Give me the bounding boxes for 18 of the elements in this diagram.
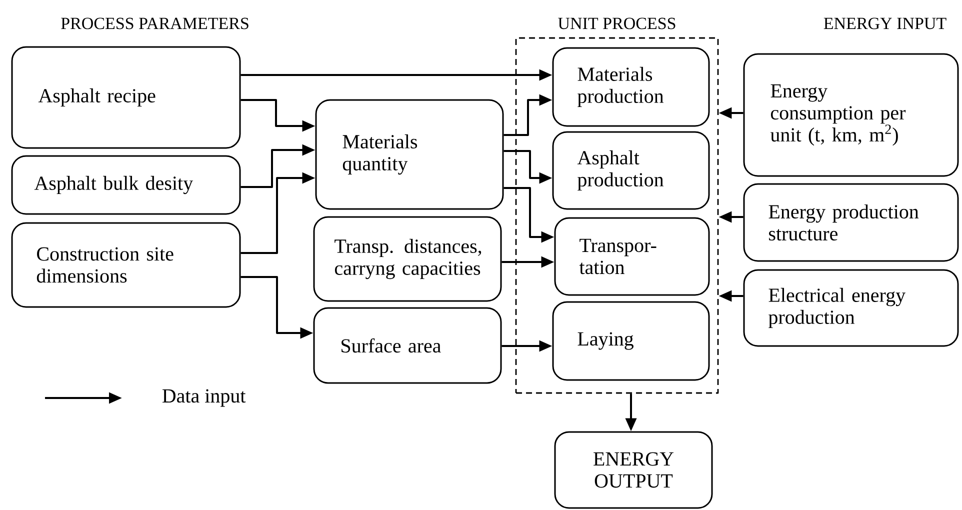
process-box: Asphalt bulk desity: [11, 155, 241, 215]
process-box: Surface area: [313, 307, 502, 384]
process-box: Asphalt recipe: [11, 46, 241, 149]
process-box: Energy production structure: [743, 183, 959, 262]
process-box: Energy consumption per unit (t, km, m$^{2}$): [743, 53, 959, 177]
group-heading: UNIT PROCESS: [558, 18, 676, 30]
legend-text: Data input: [162, 389, 246, 407]
process-box: Asphalt production: [552, 131, 710, 210]
process-box: Electrical energy production: [743, 269, 959, 347]
process-box: Materials production: [552, 47, 710, 127]
output-box: ENERGY OUTPUT: [554, 431, 713, 509]
column-heading: ENERGY INPUT: [824, 18, 946, 30]
process-box: Laying: [552, 301, 710, 381]
process-box: Construction site dimensions: [11, 222, 241, 308]
process-box: Materials quantity: [315, 99, 504, 210]
process-box: Transpor- tation: [554, 217, 710, 296]
column-heading: PROCESS PARAMETERS: [61, 18, 248, 30]
process-box: Transp. distances, carryng capacities: [313, 216, 502, 302]
